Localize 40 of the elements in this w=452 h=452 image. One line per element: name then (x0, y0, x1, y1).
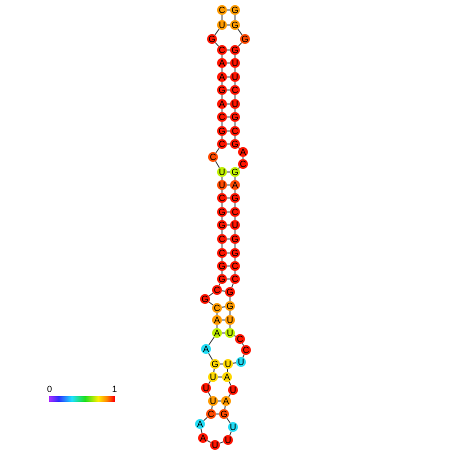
connector-line (234, 68, 236, 72)
connector-line (234, 82, 236, 86)
connector-line (215, 148, 220, 154)
connector-line (234, 176, 236, 180)
scale-max-label: 1 (112, 385, 118, 394)
connector-line (232, 362, 237, 364)
connector-line (234, 230, 236, 234)
connector-line (221, 306, 226, 308)
connector-line (234, 54, 236, 58)
connector-line (234, 202, 236, 208)
connector-line (221, 290, 226, 292)
connector-line (203, 416, 208, 422)
connector-line (208, 292, 214, 296)
connector-line (224, 405, 226, 410)
connector-line (211, 405, 213, 410)
connector-line (216, 324, 218, 328)
connector-line (208, 302, 214, 306)
connector-line (234, 136, 236, 140)
connector-line (234, 258, 236, 262)
connector-line (238, 147, 240, 149)
connector-line (213, 368, 215, 373)
connector-line (234, 14, 236, 20)
connector-line (234, 122, 236, 126)
connector-line (234, 244, 236, 248)
connector-line (214, 28, 220, 36)
scale-min-label: 0 (47, 385, 52, 394)
connector-line (234, 270, 236, 274)
connector-line (200, 428, 202, 434)
connector-line (238, 167, 240, 169)
connector-line (237, 28, 243, 36)
connector-line (226, 368, 228, 373)
connector-line (234, 216, 236, 220)
connector-line (226, 418, 231, 424)
connector-line (218, 376, 222, 378)
connector-line (234, 108, 236, 112)
connector-line (214, 42, 220, 47)
connector-line (234, 94, 236, 100)
connector-line (234, 190, 236, 194)
connector-line (208, 336, 215, 346)
connector-line (238, 42, 242, 47)
